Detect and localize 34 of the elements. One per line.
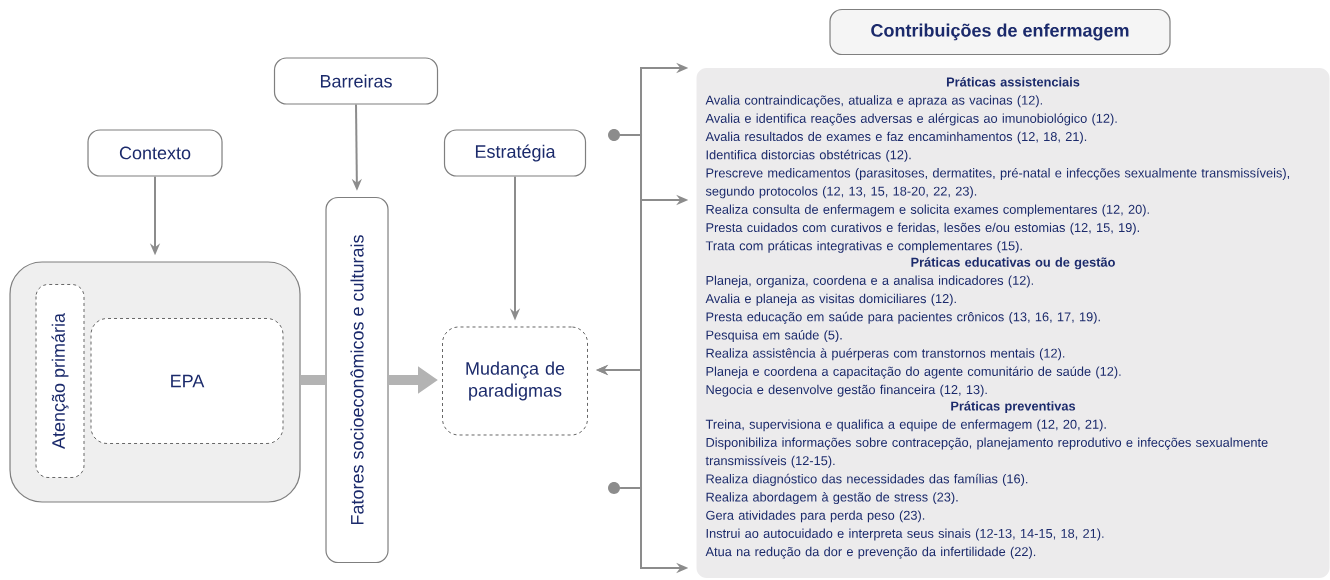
dashed-box: EPA (90, 318, 284, 444)
vertical-box: Fatores socioeconômicos e culturais (325, 196, 389, 564)
process-box: Contexto (87, 129, 223, 177)
list-item: Atua na redução da dor e prevenção da infertilidade (22). (705, 546, 1036, 559)
list-item: Identifica distorcias obstétricas (12). (706, 149, 911, 162)
list-item: Treina, supervisiona e qualifica a equipe de enfermagem (12, 20, 21). (705, 419, 1106, 432)
list-item: Avalia e identifica reações adversas e alérgicas ao imunobiológico (12). (705, 113, 1117, 126)
list-item: Avalia e planeja as visitas domiciliares (12). (705, 293, 956, 306)
list-item: Realiza consulta de enfermagem e solicita exames complementares (12, 20). (706, 204, 1149, 217)
list-item: Planeja, organiza, coordena e a analisa indicadores (12). (706, 275, 1033, 288)
list-item: Instrui ao autocuidado e interpreta seus sinais (12-13, 14-15, 18, 21). (706, 528, 1104, 541)
list-item: Negocia e desenvolve gestão financeira (12, 13). (706, 384, 987, 397)
section-heading: Práticas preventivas (951, 401, 1076, 414)
list-item: Realiza abordagem à gestão de stress (23). (706, 492, 958, 505)
list-item: Presta educação em saúde para pacientes crônicos (13, 16, 17, 19). (706, 311, 1100, 324)
list-item: Realiza assistência à puérperas com transtornos mentais (12). (706, 348, 1065, 361)
dashed-box: Atenção primária (35, 284, 85, 478)
list-item: Prescreve medicamentos (parasitoses, dermatites, pré-natal e infecções sexualmente transmissíveis), segundo protocolos (12, 13, 15, 18-20, 22, 23). (705, 167, 1290, 199)
list-item: Planeja e coordena a capacitação do agente comunitário de saúde (12). (706, 366, 1121, 379)
process-box: Estratégia (443, 129, 587, 177)
list-item: Presta cuidados com curativos e feridas, lesões e/ou estomias (12, 15, 19). (706, 222, 1139, 235)
connector-bar (300, 375, 326, 385)
list-item: Avalia contraindicações, atualiza e apraza as vacinas (12). (705, 95, 1042, 108)
list-item: Gera atividades para perda peso (23). (706, 510, 925, 523)
list-item: Realiza diagnóstico das necessidades das famílias (16). (706, 473, 1028, 486)
list-item: Avalia resultados de exames e faz encaminhamentos (12, 18, 21). (705, 131, 1087, 144)
header-box: Contribuições de enfermagem (829, 8, 1171, 56)
process-box: Barreiras (273, 57, 439, 105)
section-heading: Práticas educativas ou de gestão (911, 257, 1115, 270)
list-item: Trata com práticas integrativas e complementares (15). (705, 240, 1022, 253)
list-item: Disponibiliza informações sobre contracepção, planejamento reprodutivo e infecções sexualmente transmissíveis (12-15). (705, 437, 1268, 468)
list-item: Pesquisa em saúde (5). (706, 330, 842, 343)
section-heading: Práticas assistenciais (947, 77, 1080, 87)
dashed-box: Mudança de paradigmas (442, 326, 588, 436)
